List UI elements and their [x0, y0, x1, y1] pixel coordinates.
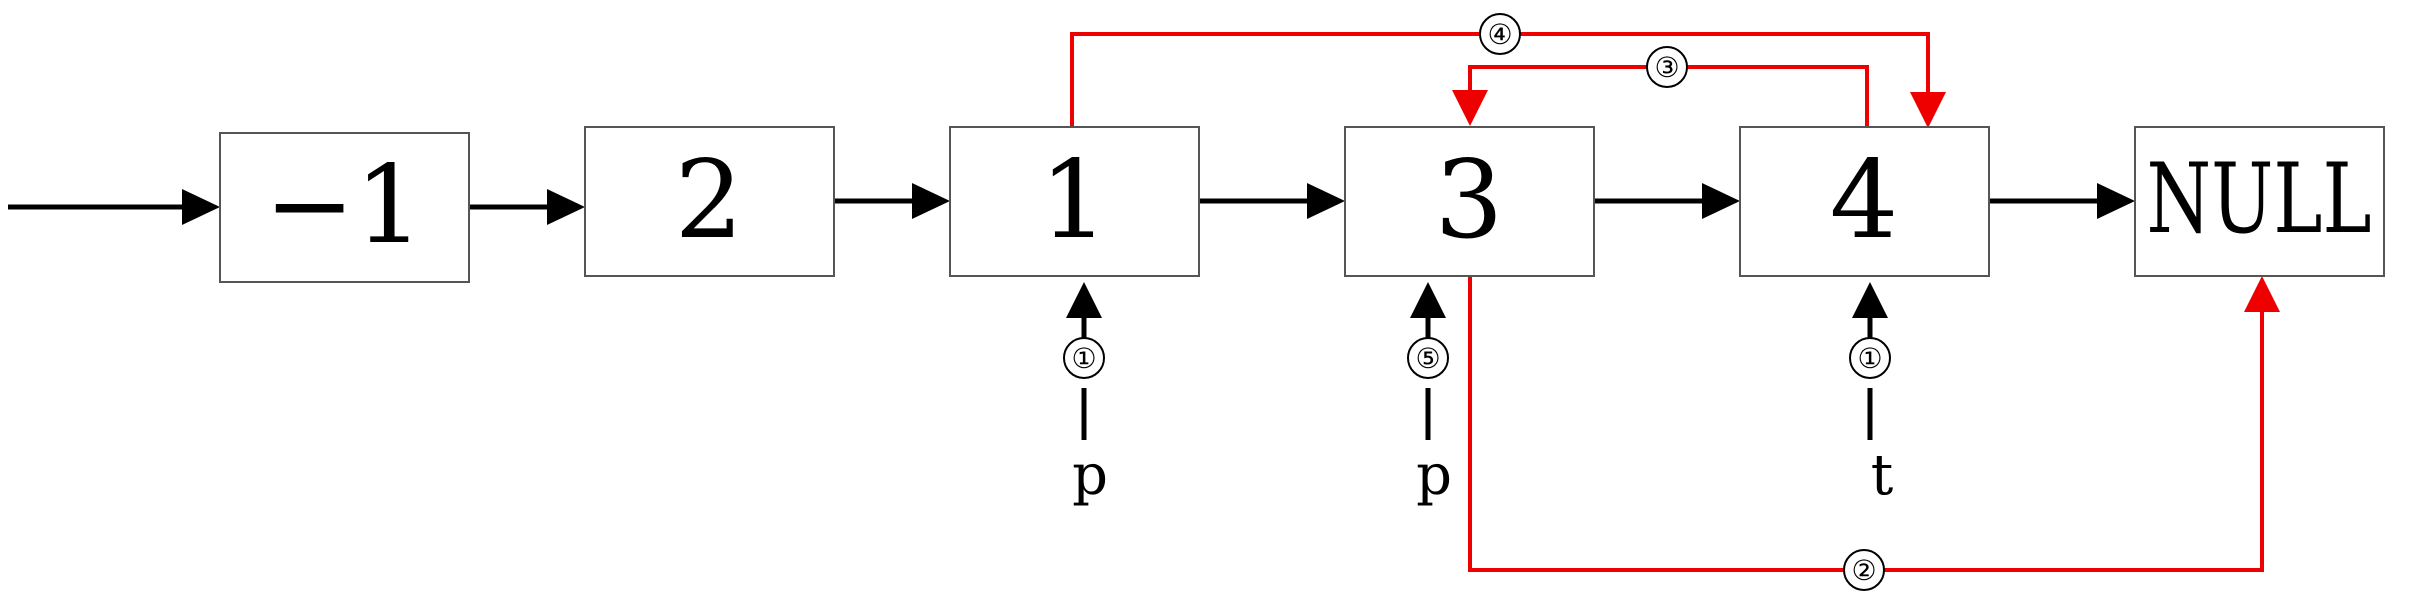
pointer-arrowhead — [1410, 282, 1446, 318]
node-box — [1739, 126, 1990, 277]
step-circle — [1407, 337, 1449, 379]
change-path-3-arrowhead — [1452, 90, 1488, 126]
node-4: 4 — [1739, 126, 1990, 277]
step-number: ④ — [1487, 18, 1512, 51]
step-marker-4: ④ — [1479, 13, 1521, 55]
link-3-to-4-arrowhead — [1702, 183, 1740, 219]
link-neg1-to-2-arrowhead — [547, 189, 585, 225]
link-1-to-3-arrowhead — [1307, 183, 1345, 219]
node-value: NULL — [2147, 143, 2372, 255]
step-circle — [1063, 337, 1105, 379]
node-neg1: −1 — [219, 132, 470, 283]
pointer-p-second: p — [1410, 282, 1452, 508]
step-marker-1-t: ① — [1849, 337, 1891, 379]
pointer-label: t — [1871, 443, 1894, 508]
change-path-2 — [1468, 276, 2264, 572]
link-2-to-1-arrowhead — [912, 183, 950, 219]
step-number: ① — [1071, 342, 1096, 375]
pointer-t: t — [1852, 282, 1894, 508]
step-marker-2: ② — [1843, 549, 1885, 591]
change-path-2-arrowhead — [2244, 276, 2280, 312]
list-links — [8, 183, 2135, 225]
step-number: ① — [1857, 342, 1882, 375]
step-marker-1-p: ① — [1063, 337, 1105, 379]
pointer-label: p — [1416, 443, 1452, 508]
step-marker-5-p: ⑤ — [1407, 337, 1449, 379]
head-link-arrowhead — [182, 189, 220, 225]
node-value: 3 — [1435, 138, 1504, 263]
pointer-label: p — [1072, 443, 1108, 508]
node-null: NULL — [2134, 126, 2385, 277]
step-number: ② — [1851, 554, 1876, 587]
node-box — [2134, 126, 2385, 277]
node-value: 4 — [1830, 138, 1899, 263]
pointer-arrowhead — [1066, 282, 1102, 318]
step-marker-3: ③ — [1646, 46, 1688, 88]
step-circle — [1646, 46, 1688, 88]
node-1: 1 — [949, 126, 1200, 277]
node-box — [584, 126, 835, 277]
pointer-changes — [1070, 32, 2280, 572]
node-value: 1 — [1040, 138, 1109, 263]
step-circle — [1849, 337, 1891, 379]
node-box — [1344, 126, 1595, 277]
step-number: ⑤ — [1415, 342, 1440, 375]
step-circle — [1843, 549, 1885, 591]
node-box — [949, 126, 1200, 277]
node-2: 2 — [584, 126, 835, 277]
step-number: ③ — [1654, 51, 1679, 84]
node-value: 2 — [675, 138, 744, 263]
change-path-4-arrowhead — [1910, 92, 1946, 128]
node-box — [219, 132, 470, 283]
pointer-p-first: p — [1066, 282, 1108, 508]
node-value: −1 — [264, 143, 423, 268]
link-4-to-null-arrowhead — [2097, 183, 2135, 219]
node-3: 3 — [1344, 126, 1595, 277]
pointer-arrowhead — [1852, 282, 1888, 318]
step-circle — [1479, 13, 1521, 55]
